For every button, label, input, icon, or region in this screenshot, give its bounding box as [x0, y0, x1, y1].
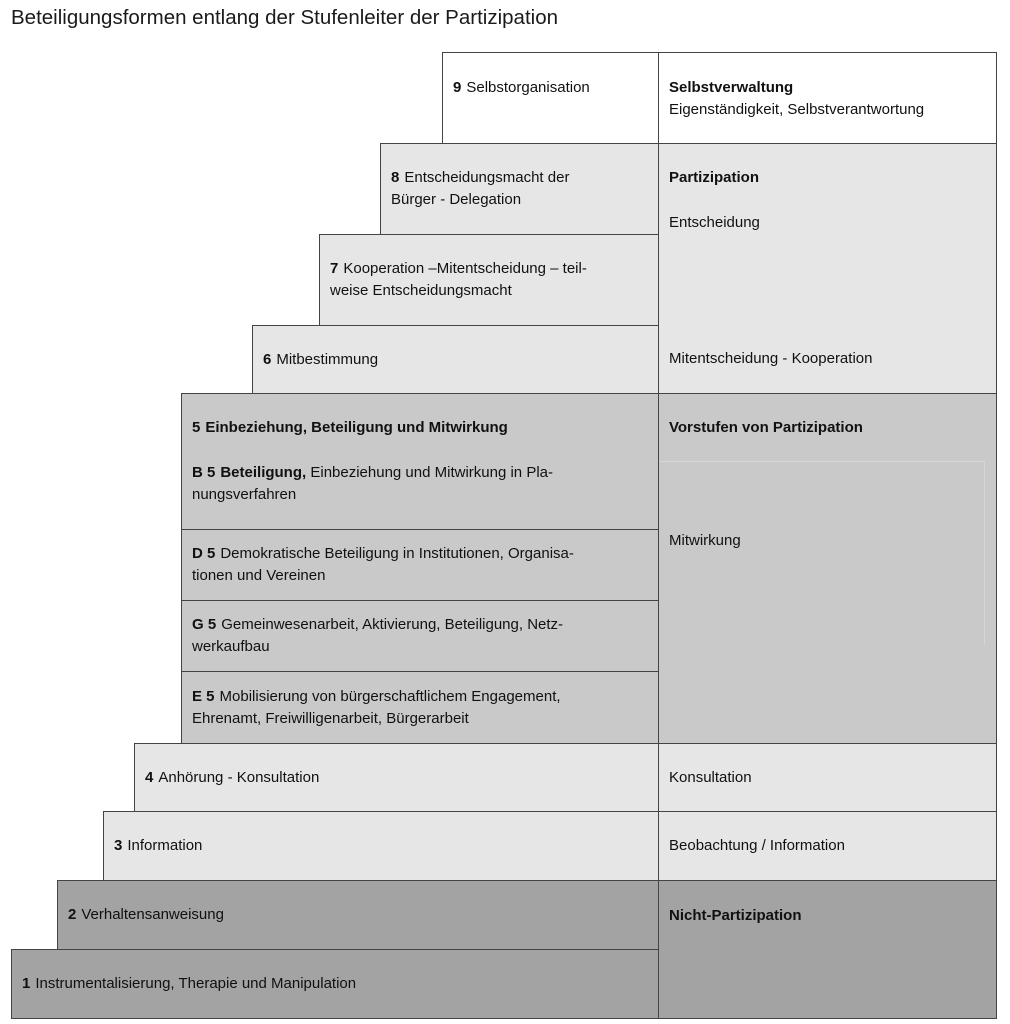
- faint-grid-line: [659, 461, 985, 644]
- category-subtitle: Entscheidung: [669, 214, 760, 231]
- step-number: 5: [192, 419, 201, 436]
- step-number: D 5: [192, 545, 216, 562]
- step-label-line2: nungsverfahren: [192, 486, 297, 503]
- step-number: E 5: [192, 687, 215, 705]
- category-subtitle-secondary: Mitentscheidung - Kooperation: [669, 350, 873, 367]
- category-subtitle: Eigenständigkeit, Selbstverantwortung: [669, 101, 925, 118]
- step-label: Mitbestimmung: [276, 350, 379, 368]
- category-label: Konsultation: [669, 768, 752, 786]
- step-label-line1: Mobilisierung von bürgerschaftlichem Eng…: [219, 687, 561, 705]
- step-number: 6: [263, 350, 272, 368]
- step-label-line2: tionen und Vereinen: [192, 567, 326, 584]
- step-label-line2: weise Entscheidungsmacht: [330, 282, 512, 299]
- category-heading: Vorstufen von Partizipation: [669, 419, 863, 436]
- step-number: G 5: [192, 616, 217, 633]
- step-label: Instrumentalisierung, Therapie und Manip…: [35, 975, 357, 992]
- step-number: 2: [68, 906, 77, 923]
- step-label-bold: Beteiligung,: [220, 464, 307, 481]
- step-label-line1: Kooperation –Mitentscheidung – teil-: [343, 260, 587, 277]
- step-label-line1: Demokratische Beteiligung in Institution…: [220, 545, 574, 562]
- step-label: Selbstorganisation: [466, 79, 590, 96]
- step-label-line1: Gemeinwesenarbeit, Aktivierung, Beteilig…: [221, 616, 564, 633]
- category-subtitle: Mitwirkung: [669, 532, 741, 549]
- category-label: Beobachtung / Information: [669, 837, 845, 854]
- category-nicht-partizipation: Nicht-Partizipation: [658, 880, 997, 1019]
- step-label: Verhaltensanweisung: [81, 906, 224, 923]
- category-heading: Partizipation: [669, 169, 760, 186]
- step-number: 7: [330, 260, 339, 277]
- step-number: 4: [145, 768, 154, 786]
- step-label: Einbeziehung, Beteiligung und Mitwirkung: [205, 419, 508, 436]
- step-number: 3: [114, 837, 123, 854]
- step-label-line2: Ehrenamt, Freiwilligenarbeit, Bürgerarbe…: [192, 709, 469, 727]
- category-heading: Nicht-Partizipation: [669, 907, 802, 924]
- step-label-line1: Einbeziehung und Mitwirkung in Pla-: [306, 464, 553, 481]
- category-beobachtung: Beobachtung / Information: [658, 811, 997, 881]
- category-vorstufen: Vorstufen von Partizipation Mitwirkung: [658, 393, 997, 744]
- category-selbstverwaltung: Selbstverwaltung Eigenständigkeit, Selbs…: [658, 52, 997, 144]
- step-label-line2: werkaufbau: [192, 638, 270, 655]
- step-label: Information: [127, 837, 203, 854]
- step-number: 8: [391, 169, 400, 186]
- step-number: B 5: [192, 464, 216, 481]
- step-number: 9: [453, 79, 462, 96]
- step-number: 1: [22, 975, 31, 992]
- step-label: Anhörung - Konsultation: [158, 768, 320, 786]
- category-konsultation: Konsultation: [658, 743, 997, 812]
- category-partizipation: Partizipation Entscheidung Mitentscheidu…: [658, 143, 997, 394]
- step-label-line2: Bürger - Delegation: [391, 191, 522, 208]
- category-heading: Selbstverwaltung: [669, 79, 794, 96]
- step-label-line1: Entscheidungsmacht der: [404, 169, 570, 186]
- diagram-title: Beteiligungsformen entlang der Stufenlei…: [11, 6, 558, 29]
